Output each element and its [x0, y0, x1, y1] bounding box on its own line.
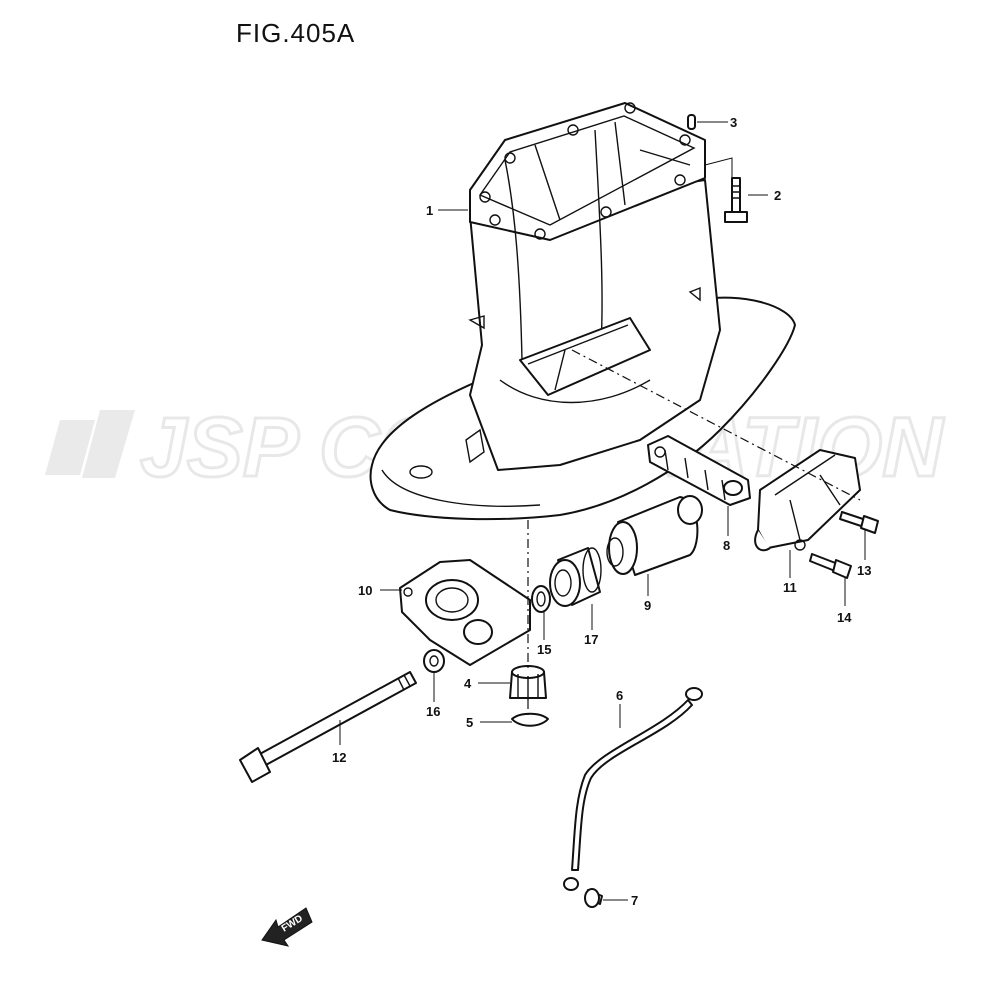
part-4-nut — [509, 665, 547, 700]
part-3-dowel-pin — [687, 114, 696, 130]
label-part-14[interactable]: 14 — [837, 610, 852, 625]
part-13-bolt — [839, 511, 879, 534]
figure-title: FIG.405A — [236, 18, 356, 48]
label-part-10[interactable]: 10 — [358, 583, 372, 598]
label-part-15[interactable]: 15 — [537, 642, 551, 657]
label-part-1[interactable]: 1 — [426, 203, 433, 218]
part-6-ground-wire — [563, 687, 703, 891]
label-part-6[interactable]: 6 — [616, 688, 623, 703]
label-part-13[interactable]: 13 — [857, 563, 871, 578]
label-part-16[interactable]: 16 — [426, 704, 440, 719]
label-part-7[interactable]: 7 — [631, 893, 638, 908]
label-part-17[interactable]: 17 — [584, 632, 598, 647]
part-1-drive-shaft-housing — [369, 102, 796, 521]
part-11-mount-bracket — [754, 449, 861, 552]
part-8-mount-strip — [647, 435, 751, 506]
label-part-3[interactable]: 3 — [730, 115, 737, 130]
part-7-screw — [584, 888, 603, 908]
part-15-washer — [531, 585, 551, 613]
part-2-bolt — [724, 177, 748, 223]
assembly-lines — [527, 157, 861, 715]
label-part-12[interactable]: 12 — [332, 750, 346, 765]
part-10-mount-housing — [399, 559, 531, 666]
label-part-8[interactable]: 8 — [723, 538, 730, 553]
part-5-clip — [511, 712, 549, 727]
part-12-through-bolt — [239, 671, 417, 783]
part-17-bushing — [549, 547, 602, 607]
forward-direction-arrow: FWD — [261, 907, 313, 947]
label-part-11[interactable]: 11 — [783, 580, 797, 595]
part-labels: 1 2 3 4 5 6 7 8 9 10 11 12 13 14 15 16 1… — [332, 115, 871, 908]
part-16-washer — [423, 649, 445, 673]
part-9-mount-rubber — [606, 495, 703, 576]
part-14-bolt — [809, 553, 852, 579]
label-part-9[interactable]: 9 — [644, 598, 651, 613]
leader-lines — [339, 121, 866, 901]
label-part-5[interactable]: 5 — [466, 715, 473, 730]
label-part-4[interactable]: 4 — [464, 676, 472, 691]
label-part-2[interactable]: 2 — [774, 188, 781, 203]
